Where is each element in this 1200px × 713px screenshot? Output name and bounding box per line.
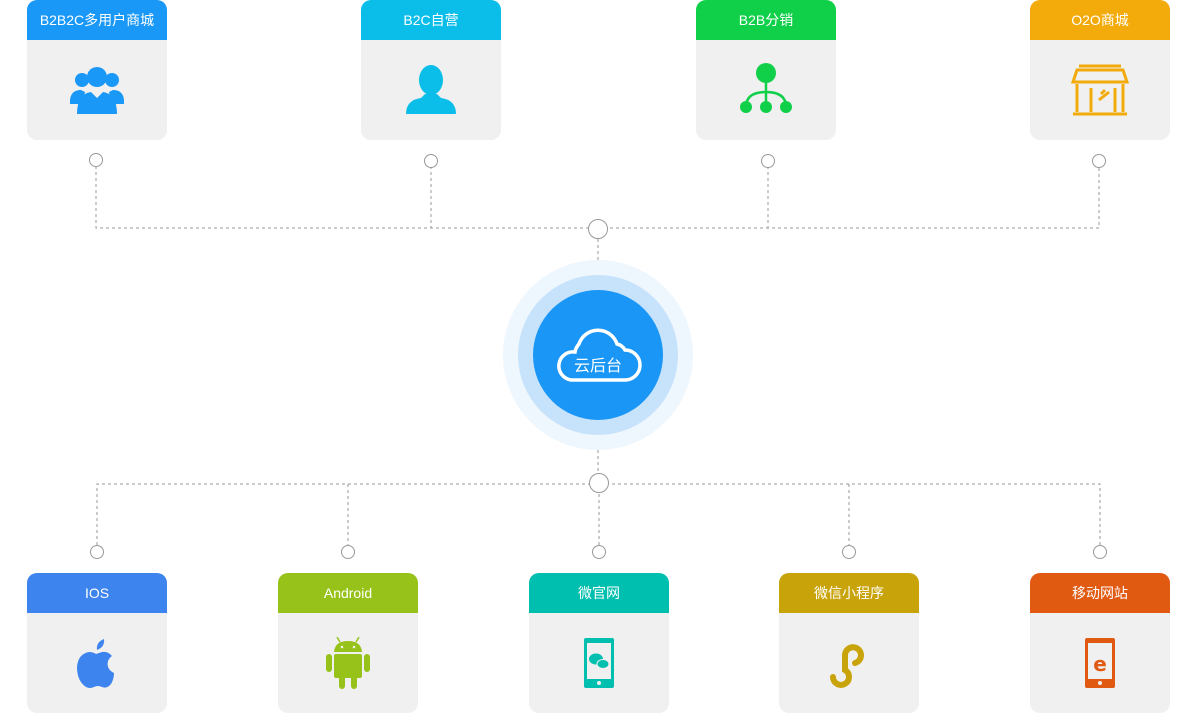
apple-icon	[77, 639, 114, 688]
wechat-phone-icon	[584, 638, 614, 688]
users-group-icon	[70, 67, 124, 114]
mini-program-icon	[830, 644, 864, 688]
card-title: 微官网	[529, 573, 669, 613]
storefront-icon	[1071, 64, 1129, 116]
card-android[interactable]: Android	[278, 573, 418, 713]
card-o2o[interactable]: O2O商城	[1030, 0, 1170, 140]
card-title: B2B2C多用户商城	[27, 0, 167, 40]
svg-text:e: e	[1093, 652, 1107, 676]
hub-label: 云后台	[573, 358, 622, 375]
card-title: B2B分销	[696, 0, 836, 40]
card-mobile-site[interactable]: 移动网站 e	[1030, 573, 1170, 713]
card-b2c[interactable]: B2C自营	[361, 0, 501, 140]
card-title: IOS	[27, 573, 167, 613]
card-title: 移动网站	[1030, 573, 1170, 613]
card-title: 微信小程序	[779, 573, 919, 613]
cloud-backend-hub: 云后台	[503, 260, 693, 450]
card-title: B2C自营	[361, 0, 501, 40]
card-ios[interactable]: IOS	[27, 573, 167, 713]
card-title: O2O商城	[1030, 0, 1170, 40]
cloud-icon	[557, 328, 642, 382]
card-b2b2c[interactable]: B2B2C多用户商城	[27, 0, 167, 140]
card-wechat-site[interactable]: 微官网	[529, 573, 669, 713]
card-title: Android	[278, 573, 418, 613]
card-b2b[interactable]: B2B分销	[696, 0, 836, 140]
android-icon	[326, 637, 370, 689]
mobile-browser-icon: e	[1085, 638, 1115, 688]
card-mini-program[interactable]: 微信小程序	[779, 573, 919, 713]
user-icon	[406, 65, 456, 114]
distribution-tree-icon	[740, 63, 792, 113]
